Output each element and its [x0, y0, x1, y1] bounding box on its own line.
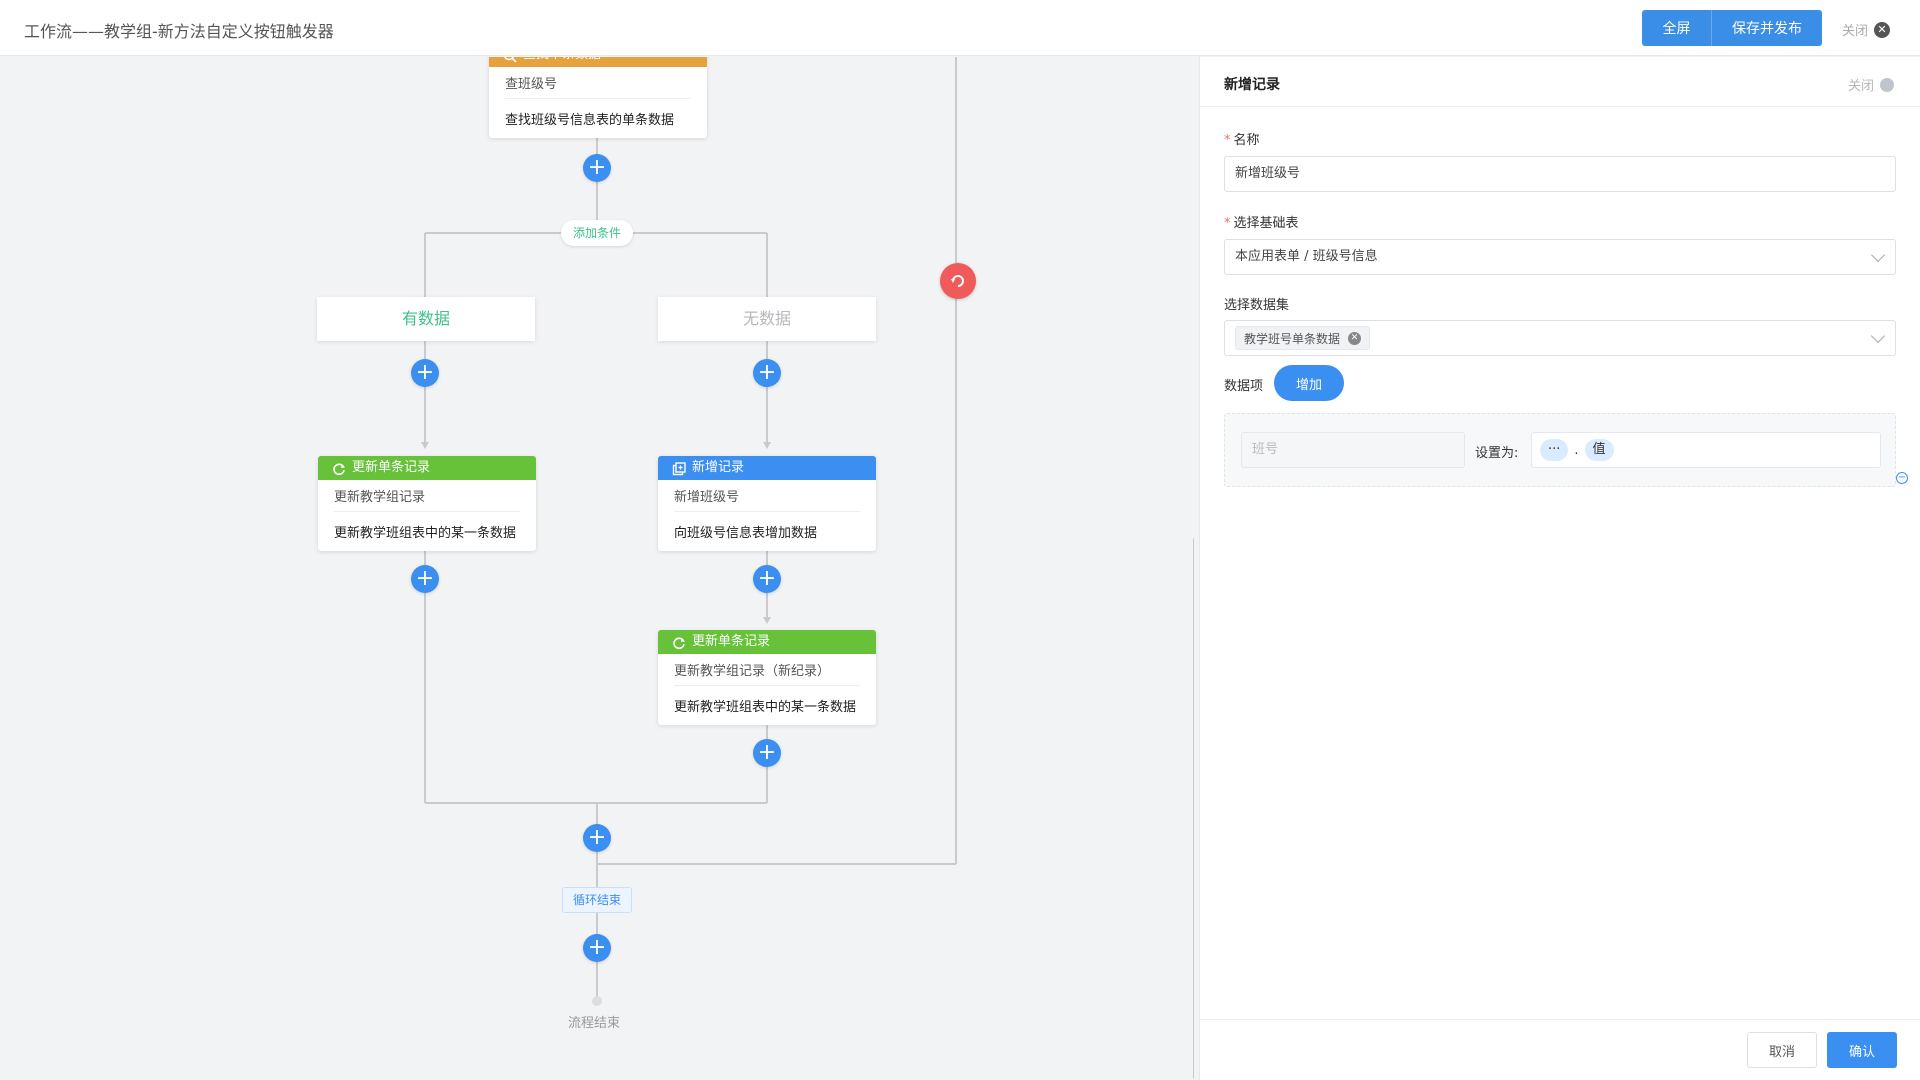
add-step-button[interactable]: +: [583, 824, 611, 852]
value-input[interactable]: ··· . 值: [1531, 432, 1881, 468]
add-step-button[interactable]: +: [411, 565, 439, 593]
workflow-canvas[interactable]: 查找单条数据 查班级号 查找班级号信息表的单条数据 + 添加条件 有数据 无数据…: [0, 57, 1194, 1080]
node-type-label: 更新单条记录: [352, 460, 431, 475]
tag-remove-icon[interactable]: ✕: [1348, 331, 1362, 345]
chip-separator: .: [1574, 442, 1579, 458]
node-type-label: 新增记录: [692, 460, 745, 475]
more-chip[interactable]: ···: [1540, 439, 1569, 461]
node-type-label: 更新单条记录: [692, 634, 771, 649]
refresh-icon: [332, 461, 346, 476]
node-header: 更新单条记录: [318, 456, 536, 480]
save-publish-button[interactable]: 保存并发布: [1712, 10, 1822, 46]
node-name: 更新教学组记录（新纪录）: [674, 654, 860, 686]
name-field-label: *名称: [1224, 133, 1260, 148]
dataset-tag-label: 教学班号单条数据: [1244, 331, 1341, 346]
node-type-label: 查找单条数据: [523, 57, 601, 67]
node-name: 查班级号: [505, 67, 691, 99]
close-icon: [1880, 77, 1894, 92]
node-header: 新增记录: [658, 456, 876, 480]
dataset-select[interactable]: 教学班号单条数据 ✕: [1224, 320, 1896, 356]
fullscreen-button[interactable]: 全屏: [1642, 10, 1712, 46]
node-description: 更新教学班组表中的某一条数据: [674, 700, 857, 715]
panel-footer: 取消 确认: [1200, 1019, 1920, 1080]
canvas-scrollbar[interactable]: [1193, 537, 1194, 1080]
field-select[interactable]: 班号: [1241, 432, 1465, 468]
search-icon: [503, 57, 517, 63]
node-header: 更新单条记录: [658, 630, 876, 654]
add-step-button[interactable]: +: [583, 934, 611, 962]
node-header: 查找单条数据: [489, 57, 707, 67]
data-item-row: 班号 设置为: ··· . 值: [1224, 413, 1896, 487]
remove-item-icon[interactable]: −: [1896, 472, 1908, 484]
close-label: 关闭: [1842, 24, 1869, 39]
node-name: 更新教学组记录: [334, 480, 520, 512]
cancel-button[interactable]: 取消: [1747, 1032, 1817, 1068]
panel-close-button[interactable]: 关闭: [1848, 75, 1894, 94]
confirm-button[interactable]: 确认: [1827, 1032, 1897, 1068]
node-description: 查找班级号信息表的单条数据: [505, 113, 675, 128]
dataset-label: 选择数据集: [1224, 298, 1290, 313]
panel-header: 新增记录 关闭: [1200, 57, 1920, 107]
copy-add-icon: [672, 461, 686, 476]
add-step-button[interactable]: +: [753, 359, 781, 387]
refresh-icon: [672, 635, 686, 650]
loop-end-label: 循环结束: [562, 887, 632, 913]
node-description: 向班级号信息表增加数据: [674, 526, 818, 541]
workflow-title: 工作流——教学组-新方法自定义按钮触发器: [24, 22, 334, 41]
connector-lines: [421, 57, 957, 1001]
panel-title: 新增记录: [1224, 77, 1280, 93]
add-step-button[interactable]: +: [583, 154, 611, 182]
add-step-button[interactable]: +: [411, 359, 439, 387]
flow-end-dot: [592, 996, 602, 1006]
chevron-down-icon: [1870, 247, 1886, 263]
add-step-button[interactable]: +: [753, 739, 781, 767]
data-items-label: 数据项: [1224, 379, 1264, 394]
add-data-item-button[interactable]: 增加: [1274, 365, 1344, 401]
flow-end-label: 流程结束: [568, 1016, 621, 1031]
chevron-down-icon: [1870, 328, 1886, 344]
close-workflow-button[interactable]: 关闭 ✕: [1842, 20, 1891, 39]
node-update-record-left[interactable]: 更新单条记录 更新教学组记录 更新教学班组表中的某一条数据: [318, 456, 536, 551]
top-header: 工作流——教学组-新方法自定义按钮触发器 全屏 保存并发布 关闭 ✕: [0, 0, 1920, 56]
node-find-single-record[interactable]: 查找单条数据 查班级号 查找班级号信息表的单条数据: [489, 57, 707, 138]
base-table-select[interactable]: 本应用表单 / 班级号信息: [1224, 239, 1896, 275]
node-description: 更新教学班组表中的某一条数据: [334, 526, 517, 541]
branch-has-data[interactable]: 有数据: [317, 297, 535, 341]
add-condition-button[interactable]: 添加条件: [561, 220, 633, 246]
config-panel: 新增记录 关闭 *名称 新增班级号 *选择基础表 本应用表单 / 班级号信息 选…: [1199, 57, 1920, 1080]
node-add-record[interactable]: 新增记录 新增班级号 向班级号信息表增加数据: [658, 456, 876, 551]
base-table-value: 本应用表单 / 班级号信息: [1235, 249, 1378, 264]
header-button-group: 全屏 保存并发布: [1642, 10, 1822, 46]
loop-node-icon[interactable]: [940, 263, 976, 299]
name-input[interactable]: 新增班级号: [1224, 156, 1896, 192]
node-name: 新增班级号: [674, 480, 860, 512]
branch-no-data[interactable]: 无数据: [658, 297, 876, 341]
value-chip[interactable]: 值: [1584, 439, 1614, 461]
panel-close-label: 关闭: [1847, 79, 1874, 94]
dataset-tag: 教学班号单条数据 ✕: [1235, 326, 1371, 350]
set-as-label: 设置为:: [1475, 446, 1519, 461]
close-icon: ✕: [1874, 21, 1891, 38]
node-update-record-right[interactable]: 更新单条记录 更新教学组记录（新纪录） 更新教学班组表中的某一条数据: [658, 630, 876, 725]
base-table-label: *选择基础表: [1224, 216, 1299, 231]
add-step-button[interactable]: +: [753, 565, 781, 593]
